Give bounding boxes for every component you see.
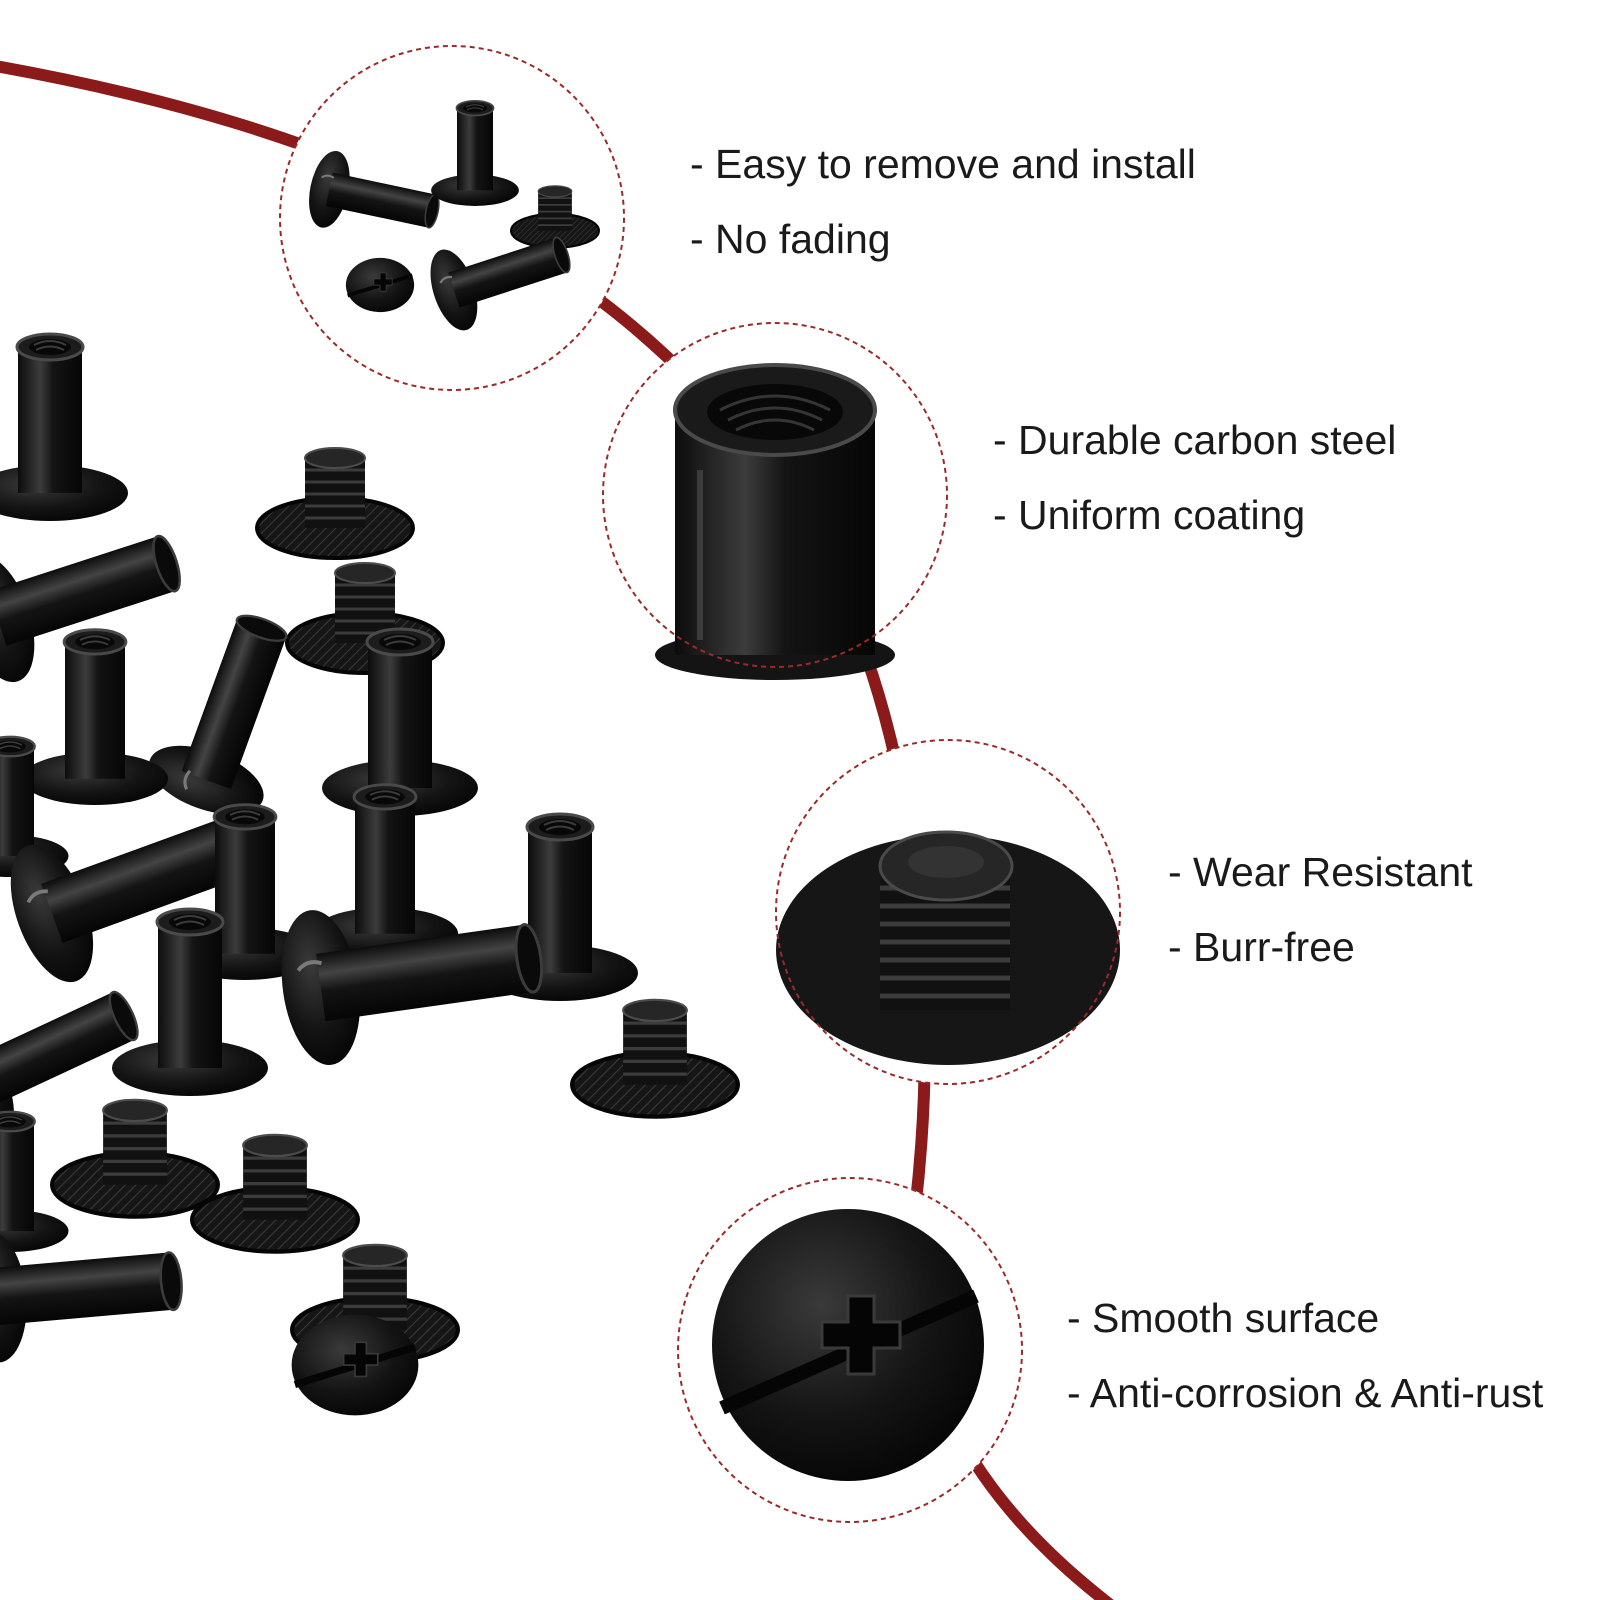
callout-circle-2 [602,322,948,680]
feature-text: - Durable carbon steel [993,417,1397,463]
callout-2-image [655,363,895,680]
callout-3-image [776,830,1120,1065]
callout-circle-3 [775,739,1121,1085]
callout-circle-4 [677,1177,1023,1523]
feature-text: - No fading [690,216,891,262]
callout-4-image [712,1209,984,1481]
callout-circle-1 [279,45,625,391]
callout-2-features: - Durable carbon steel - Uniform coating [993,403,1396,553]
callout-4-features: - Smooth surface - Anti-corrosion & Anti… [1067,1281,1543,1431]
feature-text: - Uniform coating [993,492,1306,538]
callout-1-features: - Easy to remove and install - No fading [690,127,1196,277]
callout-3-features: - Wear Resistant - Burr-free [1168,835,1473,985]
feature-text: - Wear Resistant [1168,849,1473,895]
feature-text: - Smooth surface [1067,1295,1380,1341]
feature-text: - Easy to remove and install [690,141,1196,187]
feature-text: - Anti-corrosion & Anti-rust [1067,1370,1544,1416]
feature-text: - Burr-free [1168,924,1355,970]
